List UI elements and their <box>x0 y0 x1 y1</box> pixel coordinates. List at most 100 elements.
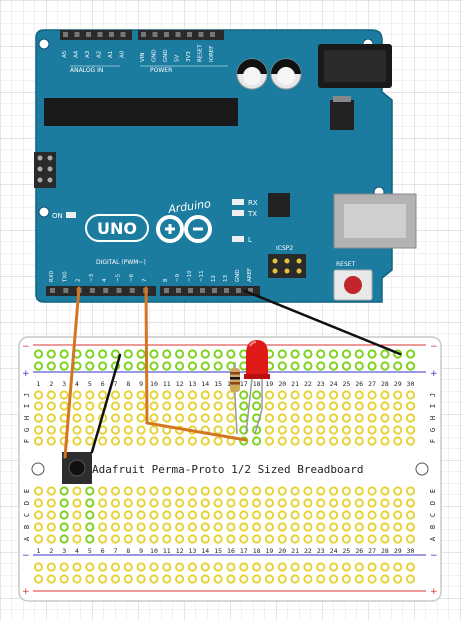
breadboard-hole[interactable] <box>290 413 300 423</box>
breadboard-hole[interactable] <box>162 361 172 371</box>
breadboard-hole[interactable] <box>277 486 287 496</box>
breadboard-hole[interactable] <box>277 534 287 544</box>
breadboard-hole[interactable] <box>405 401 416 411</box>
breadboard-hole[interactable] <box>162 510 172 520</box>
breadboard-hole[interactable] <box>85 425 95 435</box>
breadboard-hole[interactable] <box>328 349 339 359</box>
breadboard-hole[interactable] <box>200 486 210 496</box>
breadboard-hole[interactable] <box>226 413 236 423</box>
breadboard-hole[interactable] <box>290 390 300 400</box>
breadboard-hole[interactable] <box>46 498 56 508</box>
breadboard-hole[interactable] <box>136 401 146 411</box>
breadboard-hole[interactable] <box>213 574 223 584</box>
breadboard-hole[interactable] <box>46 534 56 544</box>
wire-pin7-to-led[interactable] <box>144 286 248 442</box>
breadboard-hole[interactable] <box>98 562 108 572</box>
breadboard-hole[interactable] <box>405 534 416 544</box>
breadboard-hole[interactable] <box>85 349 95 359</box>
breadboard-hole[interactable] <box>110 574 121 584</box>
breadboard-hole[interactable] <box>110 401 121 411</box>
breadboard-hole[interactable] <box>380 510 390 520</box>
breadboard-hole[interactable] <box>59 401 69 411</box>
breadboard-hole[interactable] <box>290 436 300 446</box>
breadboard-hole[interactable] <box>162 498 172 508</box>
breadboard-hole[interactable] <box>149 349 159 359</box>
breadboard-hole[interactable] <box>136 349 146 359</box>
breadboard-hole[interactable] <box>367 498 377 508</box>
breadboard-hole[interactable] <box>354 349 364 359</box>
breadboard-hole[interactable] <box>72 522 82 532</box>
analog-pin[interactable] <box>120 32 126 37</box>
breadboard-hole[interactable] <box>110 498 121 508</box>
breadboard-hole[interactable] <box>46 562 56 572</box>
breadboard-hole[interactable] <box>187 522 198 532</box>
breadboard-hole[interactable] <box>175 436 185 446</box>
breadboard-hole[interactable] <box>33 574 44 584</box>
breadboard-hole[interactable] <box>175 413 185 423</box>
breadboard-hole[interactable] <box>252 534 262 544</box>
breadboard-hole[interactable] <box>380 522 390 532</box>
breadboard-hole[interactable] <box>200 401 210 411</box>
breadboard-hole[interactable] <box>213 498 223 508</box>
breadboard-hole[interactable] <box>85 562 95 572</box>
breadboard-hole[interactable] <box>200 436 210 446</box>
digital-pin[interactable] <box>50 288 55 293</box>
breadboard-hole[interactable] <box>303 349 313 359</box>
breadboard-hole[interactable] <box>393 413 403 423</box>
breadboard-hole[interactable] <box>110 390 121 400</box>
breadboard-hole[interactable] <box>264 562 275 572</box>
breadboard-hole[interactable] <box>290 574 300 584</box>
breadboard-hole[interactable] <box>33 510 44 520</box>
breadboard-hole[interactable] <box>264 498 275 508</box>
breadboard-hole[interactable] <box>354 436 364 446</box>
breadboard-hole[interactable] <box>213 562 223 572</box>
breadboard-hole[interactable] <box>380 425 390 435</box>
breadboard-hole[interactable] <box>226 534 236 544</box>
breadboard-hole[interactable] <box>354 498 364 508</box>
breadboard-hole[interactable] <box>393 436 403 446</box>
analog-pin[interactable] <box>97 32 103 37</box>
breadboard-hole[interactable] <box>341 413 352 423</box>
breadboard-hole[interactable] <box>393 401 403 411</box>
breadboard-hole[interactable] <box>162 534 172 544</box>
breadboard-hole[interactable] <box>303 574 313 584</box>
digital-pin[interactable] <box>89 288 95 293</box>
breadboard-hole[interactable] <box>98 486 108 496</box>
breadboard-hole[interactable] <box>393 390 403 400</box>
breadboard-hole[interactable] <box>46 510 56 520</box>
breadboard-hole[interactable] <box>149 522 159 532</box>
breadboard-hole[interactable] <box>123 401 133 411</box>
breadboard-hole[interactable] <box>72 413 82 423</box>
breadboard-hole[interactable] <box>213 486 223 496</box>
breadboard-hole[interactable] <box>136 562 146 572</box>
breadboard-hole[interactable] <box>328 436 339 446</box>
breadboard-hole[interactable] <box>149 498 159 508</box>
breadboard-hole[interactable] <box>239 390 249 400</box>
breadboard-hole[interactable] <box>136 534 146 544</box>
breadboard-hole[interactable] <box>85 401 95 411</box>
breadboard-hole[interactable] <box>316 413 326 423</box>
breadboard-hole[interactable] <box>98 534 108 544</box>
digital-pin[interactable] <box>200 288 205 293</box>
push-button-cap[interactable] <box>68 459 86 477</box>
breadboard-hole[interactable] <box>213 425 223 435</box>
breadboard-hole[interactable] <box>303 413 313 423</box>
breadboard-hole[interactable] <box>393 486 403 496</box>
breadboard-hole[interactable] <box>110 534 121 544</box>
breadboard-hole[interactable] <box>367 436 377 446</box>
breadboard-hole[interactable] <box>33 534 44 544</box>
breadboard-hole[interactable] <box>175 401 185 411</box>
breadboard-hole[interactable] <box>85 436 95 446</box>
breadboard-hole[interactable] <box>328 390 339 400</box>
breadboard-hole[interactable] <box>59 498 69 508</box>
digital-pin[interactable] <box>224 288 229 293</box>
breadboard-hole[interactable] <box>123 534 133 544</box>
breadboard-hole[interactable] <box>367 401 377 411</box>
breadboard-hole[interactable] <box>213 510 223 520</box>
breadboard-hole[interactable] <box>316 436 326 446</box>
breadboard-hole[interactable] <box>290 510 300 520</box>
breadboard-hole[interactable] <box>354 425 364 435</box>
breadboard-hole[interactable] <box>354 486 364 496</box>
breadboard-hole[interactable] <box>316 401 326 411</box>
breadboard-hole[interactable] <box>187 510 198 520</box>
